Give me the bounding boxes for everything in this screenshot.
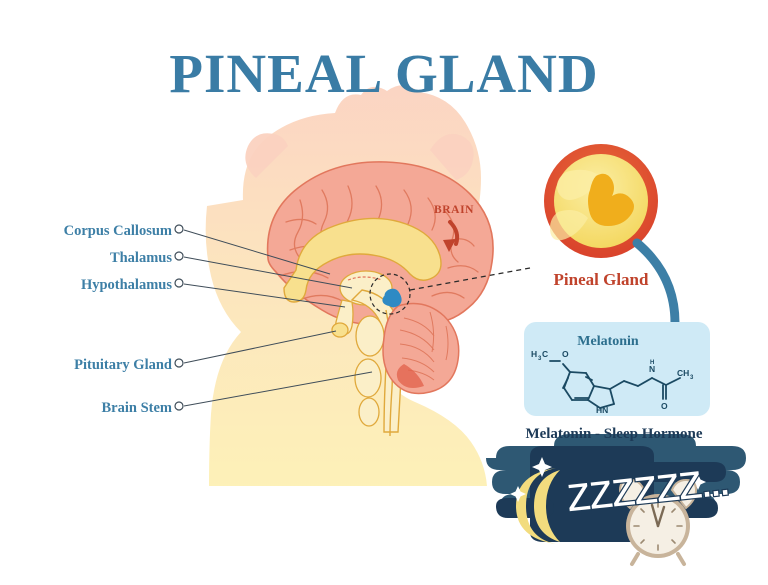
chem-amine-h: H xyxy=(650,360,654,366)
chem-indole-hn: HN xyxy=(596,405,608,415)
magnified-gland-shape xyxy=(588,173,634,226)
leader-markers xyxy=(174,224,184,411)
leader-lines xyxy=(183,229,373,407)
label-pineal-gland: Pineal Gland xyxy=(554,270,649,289)
label-brain-stem: Brain Stem xyxy=(102,400,172,416)
chem-terminal-ch: CH xyxy=(677,368,689,378)
crescent-moon xyxy=(534,470,560,542)
chem-amine-n: N xyxy=(649,364,655,374)
label-pituitary-gland: Pituitary Gland xyxy=(74,357,172,373)
alarm-clock xyxy=(618,478,698,566)
chem-methyl: H xyxy=(531,349,537,359)
brain-callout-arrow xyxy=(443,220,460,252)
star-sparkles xyxy=(506,457,708,552)
pineal-magnifier xyxy=(544,144,658,258)
pineal-callout-circle xyxy=(369,273,411,315)
label-melatonin: Melatonin xyxy=(577,334,639,349)
pituitary-gland-shape xyxy=(331,322,349,338)
label-brain-callout: BRAIN xyxy=(434,204,474,216)
chem-terminal-sub: 3 xyxy=(690,375,694,381)
corpus-callosum-shape xyxy=(283,217,442,303)
zzz-text: ZZZZZZ... xyxy=(564,460,730,521)
magnifier-dashed-connector xyxy=(409,267,531,291)
night-scene xyxy=(486,434,746,566)
page-title: PINEAL GLAND xyxy=(169,43,598,104)
label-hypothalamus: Hypothalamus xyxy=(81,277,172,293)
night-cloud-inner xyxy=(530,446,654,542)
chem-carbonyl-o: O xyxy=(661,401,668,411)
brain-illustration xyxy=(266,161,494,437)
melatonin-molecule xyxy=(549,360,681,409)
label-thalamus: Thalamus xyxy=(110,250,172,266)
chem-methyl-carbon: C xyxy=(542,349,548,359)
label-corpus-callosum: Corpus Callosum xyxy=(64,223,172,239)
chem-methyl-sub: 3 xyxy=(538,356,542,362)
label-sleep-hormone: Melatonin - Sleep Hormone xyxy=(525,426,702,442)
chem-oxygen: O xyxy=(562,349,569,359)
